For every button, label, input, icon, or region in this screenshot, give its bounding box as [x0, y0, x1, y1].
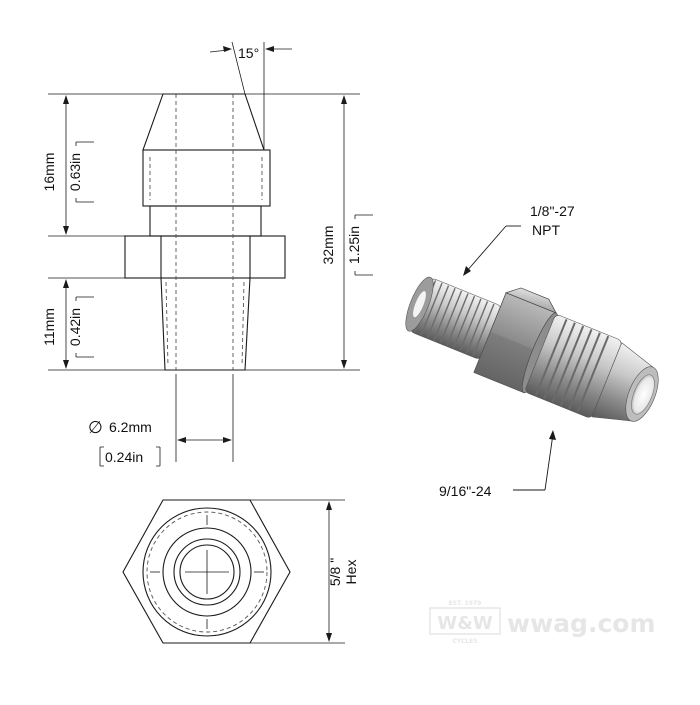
fine-thread-render [525, 315, 622, 418]
top-height-in: 0.63in [67, 153, 83, 191]
watermark-badge: EST. 1979 W&W CYCLES [429, 600, 501, 645]
npt-thread-section [160, 277, 251, 371]
hex-body-side [124, 235, 286, 279]
bore-circle [173, 538, 241, 606]
npt-thread-label: 1/8"-27 [530, 203, 575, 219]
arrowheads [63, 46, 347, 443]
end-view [122, 499, 291, 644]
watermark-badge-text: W&W [437, 613, 493, 634]
fine-thread-ridges [534, 318, 610, 413]
top-height-dimension: 16mm [41, 153, 57, 192]
diameter-icon: ∅ [88, 418, 103, 437]
overall-height-inch-box: 1.25in [346, 214, 373, 276]
fine-thread-label: 9/16"-24 [439, 483, 492, 499]
cone-outline [142, 93, 265, 151]
hex-dimension [250, 499, 345, 644]
bore-diameter-in: 0.24in [105, 449, 143, 465]
hex-word: Hex [343, 560, 359, 585]
hex-outline [122, 499, 291, 644]
angle-label: 15° [238, 45, 259, 61]
fitting-3d-render [405, 276, 659, 422]
hex-dimension-arrows [326, 501, 332, 642]
bottom-height-inch-box: 0.42in [67, 296, 94, 358]
bore-diameter-mm: 6.2mm [109, 419, 152, 435]
overall-height-dimension: 32mm [320, 226, 336, 265]
cone-render [591, 342, 659, 422]
npt-word-label: NPT [532, 222, 560, 238]
npt-thread-render [405, 276, 502, 359]
overall-height-mm: 32mm [320, 226, 336, 265]
collar-circle [142, 507, 272, 637]
watermark-site: wwag.com [507, 609, 656, 638]
bore-diameter-dimension: ∅ 6.2mm 0.24in [88, 418, 161, 467]
callout-arrows [463, 266, 556, 440]
watermark-cycles: CYCLES [452, 638, 477, 645]
callout-leaders [465, 225, 554, 491]
watermark-est: EST. 1979 [449, 600, 482, 607]
top-height-inch-box: 0.63in [67, 141, 94, 203]
neck [149, 205, 262, 237]
overall-height-in: 1.25in [346, 226, 362, 264]
bottom-height-mm: 11mm [41, 308, 57, 346]
bottom-height-dimension: 11mm [41, 308, 57, 346]
elevation-dimensions [48, 41, 360, 462]
hex-word-label: Hex [343, 560, 359, 585]
hidden-bore-lines [149, 94, 263, 370]
hex-size-label: 5/8 " [327, 558, 343, 586]
hex-size: 5/8 " [327, 558, 343, 586]
upper-collar [142, 149, 271, 207]
bottom-height-in: 0.42in [67, 308, 83, 346]
top-height-mm: 16mm [41, 153, 57, 192]
elevation-view [124, 93, 286, 371]
watermark: EST. 1979 W&W CYCLES wwag.com [429, 600, 656, 645]
